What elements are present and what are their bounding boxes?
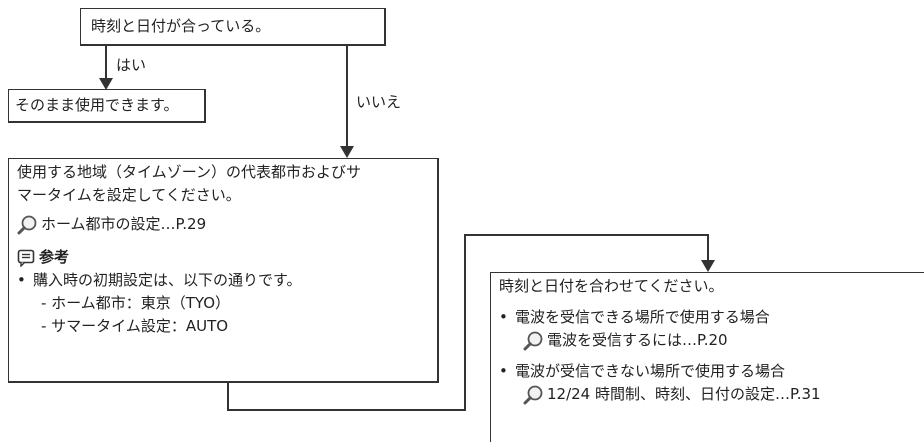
adjust-bullet-receivable-text: 電波を受信できる場所で使用する場合 xyxy=(515,308,770,326)
question-text: 時刻と日付が合っている。 xyxy=(91,17,271,35)
adjust-bullet-no-signal: 電波が受信できない場所で使用する場合 xyxy=(499,360,916,383)
receive-signal-reference-text: 電波を受信するには…P.20 xyxy=(547,331,728,349)
arrowhead-adjust xyxy=(701,260,715,272)
ok-box: そのまま使用できます。 xyxy=(8,89,206,123)
arrowhead-no xyxy=(340,146,354,158)
note-home-city: - ホーム都市：東京（TYO） xyxy=(41,294,231,312)
magnifier-icon xyxy=(523,385,543,404)
no-label: いいえ xyxy=(356,93,402,111)
adjust-bullet-no-signal-text: 電波が受信できない場所で使用する場合 xyxy=(515,362,786,380)
magnifier-icon xyxy=(17,215,37,234)
adjust-bullet-receivable: 電波を受信できる場所で使用する場合 xyxy=(499,306,916,329)
yes-label: はい xyxy=(116,56,147,74)
question-box: 時刻と日付が合っている。 xyxy=(80,8,386,46)
ok-text: そのまま使用できます。 xyxy=(15,96,179,114)
note-heading: 参考 xyxy=(17,246,429,269)
time-date-setting-reference: 12/24 時間制、時刻、日付の設定…P.31 xyxy=(499,383,916,406)
arrowhead-yes xyxy=(99,78,113,90)
adjust-box: 時刻と日付を合わせてください。 電波を受信できる場所で使用する場合 電波を受信す… xyxy=(490,272,924,442)
adjust-title: 時刻と日付を合わせてください。 xyxy=(499,277,724,295)
setup-line-1: 使用する地域（タイムゾーン）の代表都市およびサ xyxy=(17,163,361,181)
home-city-reference: ホーム都市の設定…P.29 xyxy=(17,213,429,236)
magnifier-icon xyxy=(523,331,543,350)
setup-box: 使用する地域（タイムゾーン）の代表都市およびサ マータイムを設定してください。 … xyxy=(8,158,439,383)
note-summer-time: - サマータイム設定：AUTO xyxy=(41,317,229,335)
time-date-setting-reference-text: 12/24 時間制、時刻、日付の設定…P.31 xyxy=(547,385,821,403)
note-title: 参考 xyxy=(39,248,70,266)
note-bullet-text: 購入時の初期設定は、以下の通りです。 xyxy=(33,271,302,289)
note-bullet: 購入時の初期設定は、以下の通りです。 xyxy=(17,269,429,292)
setup-line-2: マータイムを設定してください。 xyxy=(17,186,241,204)
receive-signal-reference: 電波を受信するには…P.20 xyxy=(499,329,916,352)
memo-icon xyxy=(17,249,35,267)
home-city-reference-text: ホーム都市の設定…P.29 xyxy=(41,215,207,233)
